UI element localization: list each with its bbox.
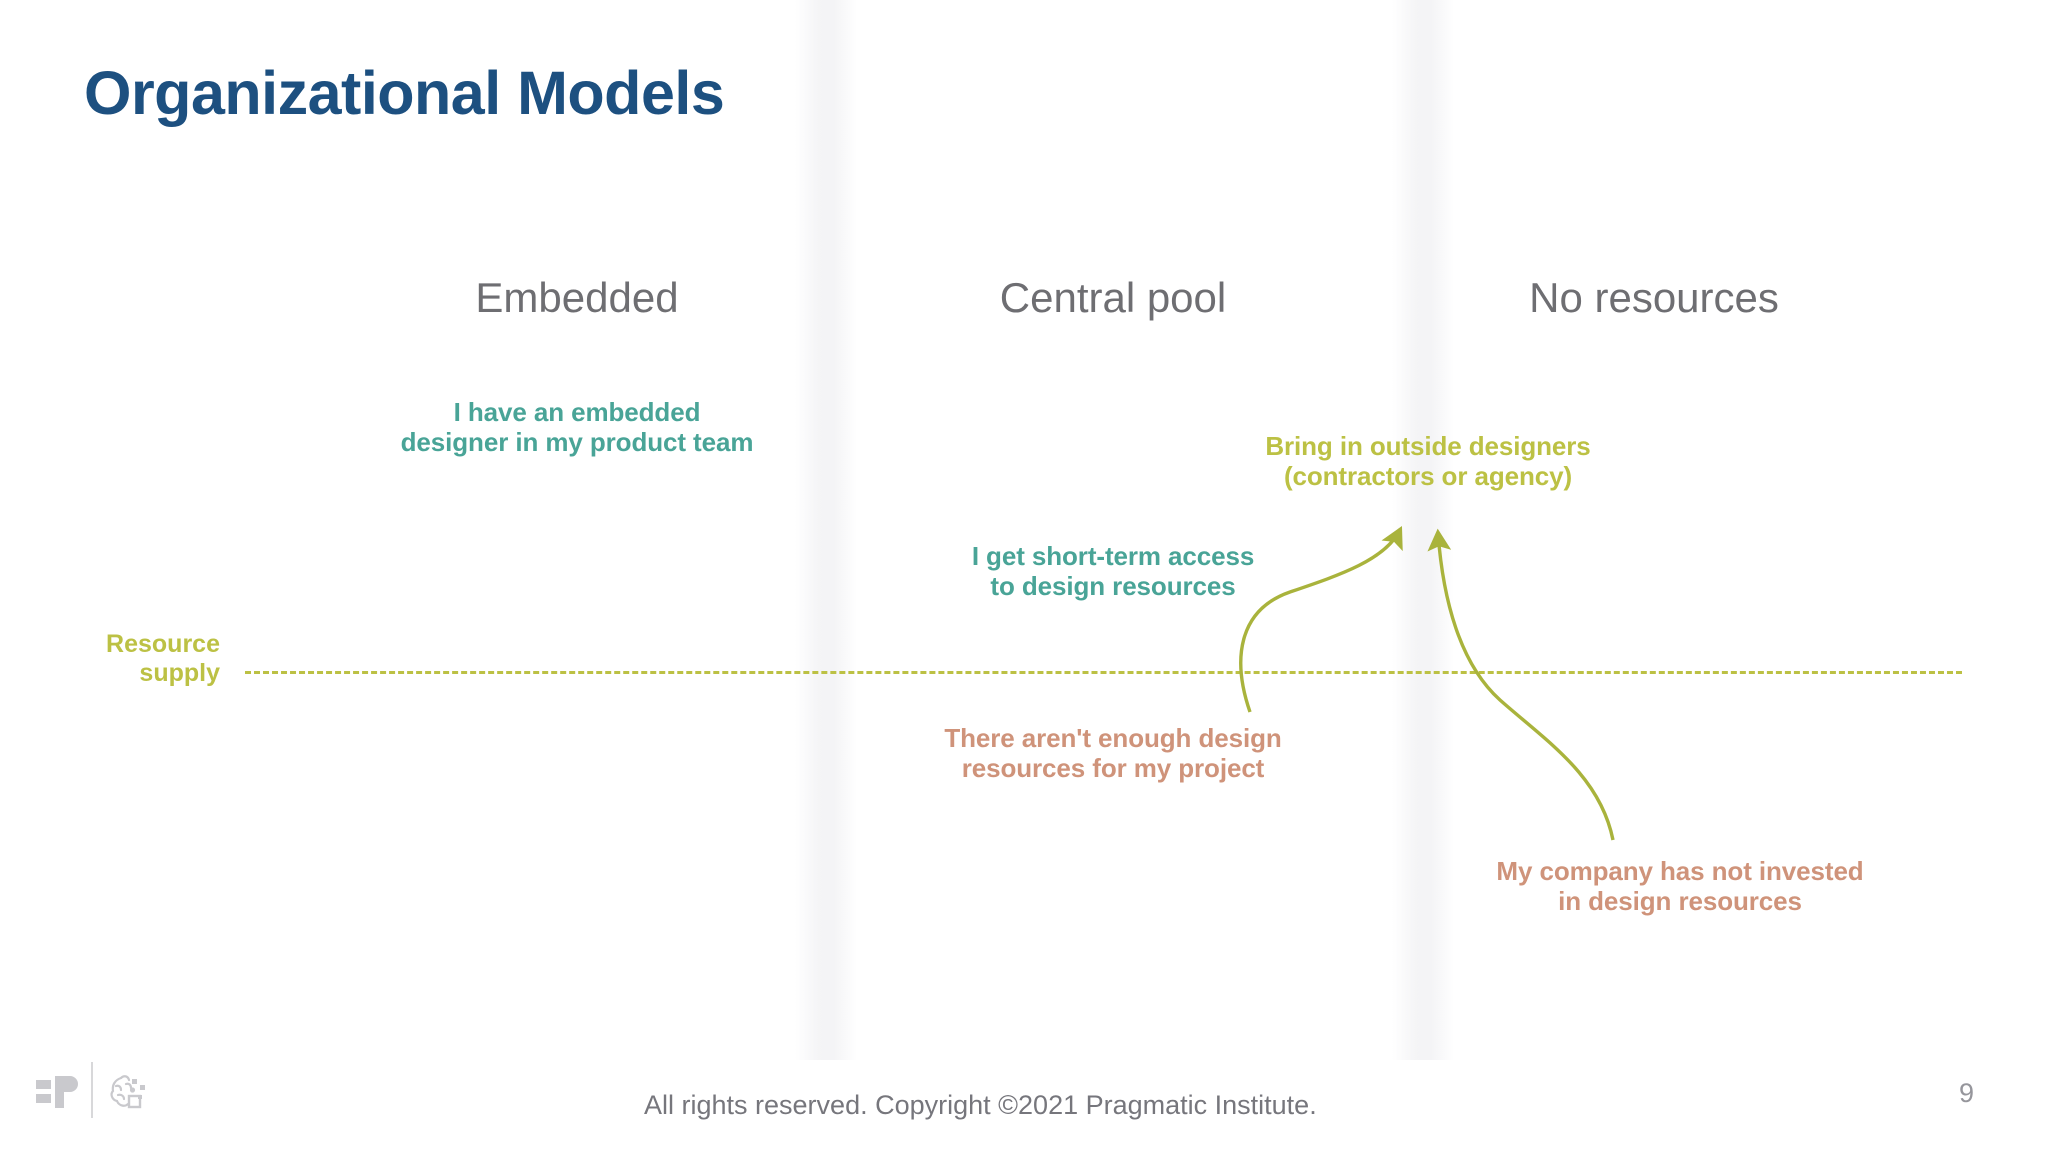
column-header-central-pool: Central pool [999, 274, 1227, 321]
column-header-embedded: Embedded [475, 274, 679, 321]
callout-not-invested: My company has not invested in design re… [1496, 856, 1864, 916]
resource-supply-dashed-line [245, 671, 1962, 674]
resource-supply-label: Resource supply [106, 630, 220, 687]
pragmatic-institute-mark [110, 1075, 145, 1109]
callout-embedded-designer: I have an embedded designer in my produc… [400, 397, 754, 457]
arrow-central-to-outside [1239, 526, 1403, 713]
column-divider-band-left [795, 0, 857, 1060]
page-title: Organizational Models [84, 59, 725, 127]
column-divider-band-right [1392, 0, 1454, 1060]
pragmatic-logo [36, 1076, 78, 1108]
callout-not-enough-resources: There aren't enough design resources for… [944, 723, 1282, 783]
footer-logo-divider [91, 1062, 93, 1118]
callout-short-term-access: I get short-term access to design resour… [971, 541, 1255, 601]
callout-outside-designers: Bring in outside designers (contractors … [1265, 431, 1591, 491]
column-header-no-resources: No resources [1529, 274, 1779, 321]
page-number: 9 [1959, 1078, 1975, 1108]
arrow-noresources-to-outside [1427, 528, 1615, 841]
footer-copyright: All rights reserved. Copyright ©2021 Pra… [644, 1090, 1317, 1120]
